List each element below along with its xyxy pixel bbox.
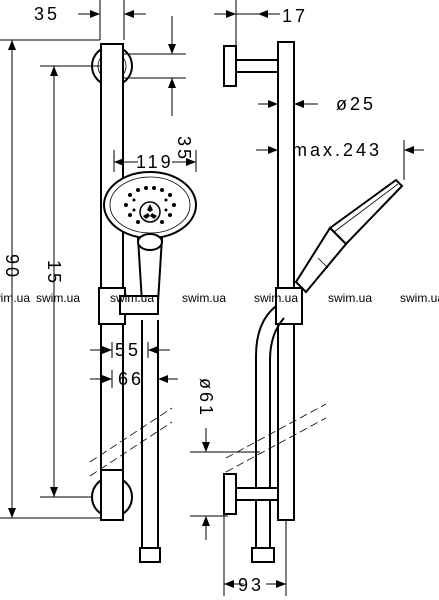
shower-rail xyxy=(100,43,124,521)
dim-slider-depth: 66 xyxy=(118,369,144,389)
hand-shower-head xyxy=(103,171,197,303)
dim-overall-height: 90 xyxy=(2,254,22,280)
rail-side xyxy=(277,41,295,521)
watermark-text: swim.ua xyxy=(400,291,439,305)
slider-side xyxy=(275,287,303,325)
dim-top-width: 35 xyxy=(34,4,60,24)
dim-max-projection: max.243 xyxy=(292,140,382,160)
dim-bracket-spacing: 35 xyxy=(174,136,194,162)
dim-wall-depth: 93 xyxy=(238,575,264,595)
dim-rail-diameter: ø25 xyxy=(336,94,376,114)
front-view: 35 35 119 xyxy=(0,0,197,563)
watermark-text: swim.ua xyxy=(0,291,30,305)
side-view: 17 ø25 max.243 ø61 xyxy=(190,0,424,596)
top-bracket-side xyxy=(223,45,237,87)
dim-rail-height: 15 xyxy=(44,260,64,286)
watermark-text: swim.ua xyxy=(328,291,372,305)
watermark-text: swim.ua xyxy=(110,291,154,305)
watermark-row: swim.ua swim.ua swim.ua swim.ua swim.ua … xyxy=(0,291,439,305)
dim-bracket-offset: 17 xyxy=(282,6,308,26)
dim-hose-diameter: ø61 xyxy=(196,378,216,418)
watermark-text: swim.ua xyxy=(182,291,226,305)
dim-head-diameter: 119 xyxy=(136,152,174,172)
hose-side xyxy=(269,317,285,548)
watermark-text: swim.ua xyxy=(254,291,298,305)
dim-slider-width: 55 xyxy=(115,340,141,360)
watermark-text: swim.ua xyxy=(36,291,80,305)
bottom-bracket-side xyxy=(223,473,237,515)
hand-shower-side xyxy=(294,178,404,294)
